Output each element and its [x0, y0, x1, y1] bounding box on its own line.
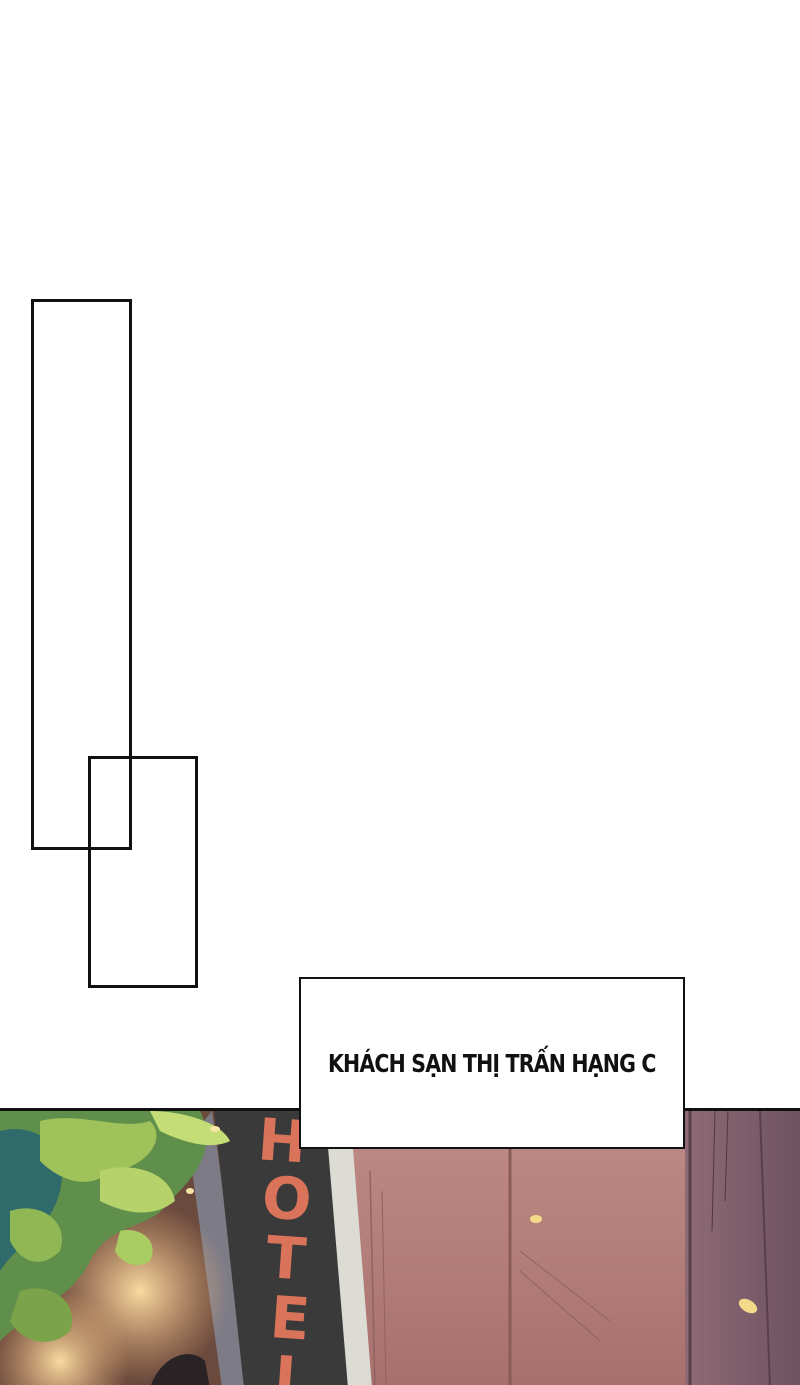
sign-letter: T	[264, 1223, 309, 1294]
figure-silhouette	[151, 1354, 210, 1385]
hotel-sign-board	[214, 1111, 352, 1385]
hotel-scene-illustration: H O T E L	[0, 1111, 800, 1385]
caption-text: KHÁCH SẠN THỊ TRẤN HẠNG C	[328, 1048, 657, 1078]
hotel-street-scene: H O T E L	[0, 1108, 800, 1385]
sign-letter: E	[268, 1283, 312, 1354]
wall-panel	[350, 1111, 510, 1385]
hotel-sign-letters: H O T E L	[256, 1111, 314, 1385]
sign-letter: O	[260, 1163, 314, 1234]
empty-panel-frame-tall	[31, 299, 132, 850]
empty-panel-frame-short	[88, 756, 198, 988]
sign-letter: L	[272, 1343, 314, 1385]
petal	[210, 1126, 220, 1132]
sign-edge	[325, 1111, 372, 1385]
wall-panel-shadow	[685, 1111, 800, 1385]
caption-box: KHÁCH SẠN THỊ TRẤN HẠNG C	[299, 977, 685, 1149]
tree-foliage	[0, 1111, 230, 1342]
petal	[186, 1188, 194, 1194]
petal	[738, 1298, 758, 1314]
wall-panel	[510, 1111, 685, 1385]
petal	[530, 1215, 542, 1223]
